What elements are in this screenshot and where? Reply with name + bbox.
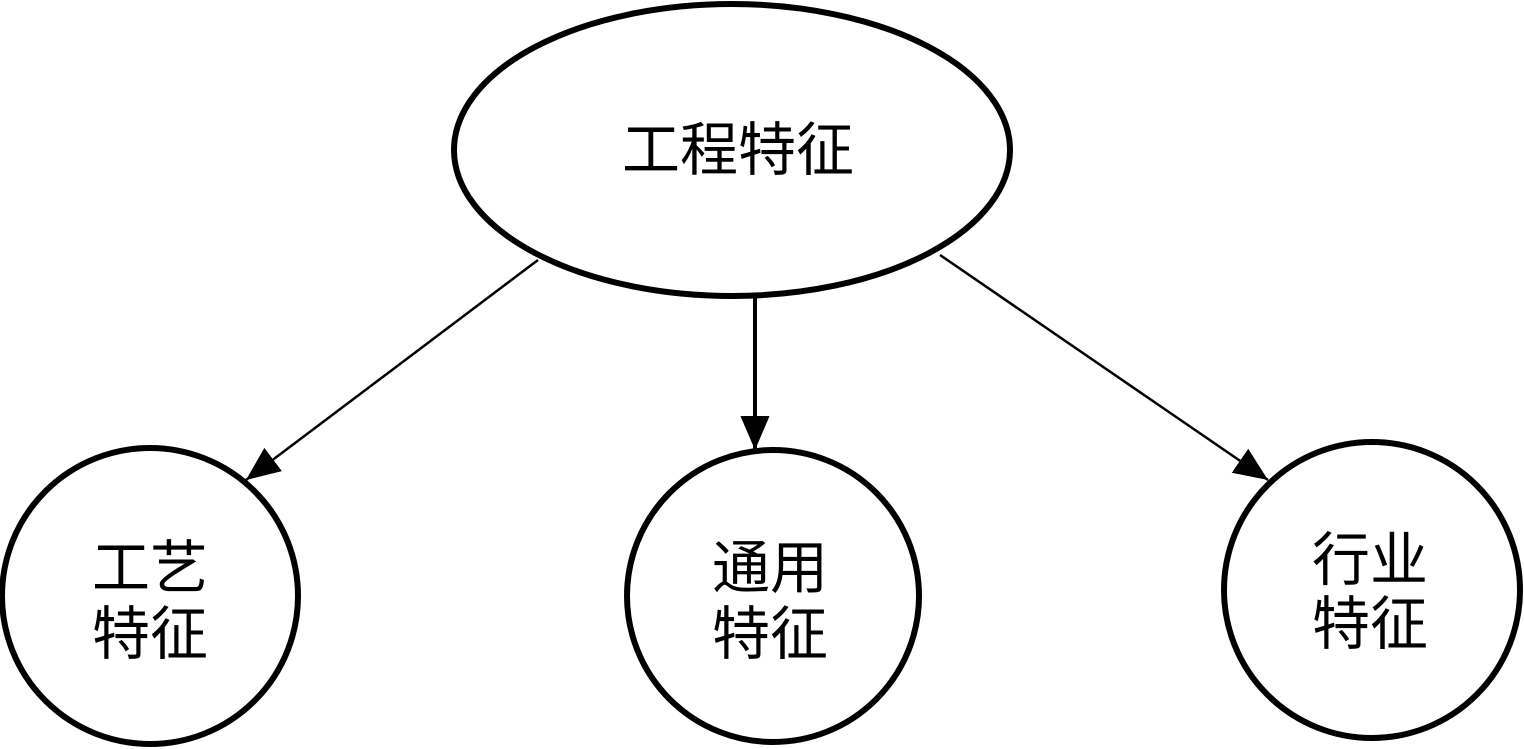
child-node-general: 通用 特征 <box>624 447 922 745</box>
child-node-process-label-line2: 特征 <box>92 600 208 668</box>
child-node-industry-circle <box>1221 439 1523 741</box>
child-node-industry-label-line2: 特征 <box>1312 590 1428 658</box>
root-node-label: 工程特征 <box>622 116 854 184</box>
edge-root-to-process <box>245 259 539 481</box>
child-node-process-circle <box>0 445 301 747</box>
child-node-industry-label-line1: 行业 <box>1312 526 1428 594</box>
child-node-general-label-line1: 通用 <box>712 534 828 602</box>
root-node: 工程特征 <box>451 1 1013 299</box>
edge-root-to-industry <box>939 253 1269 482</box>
child-node-industry: 行业 特征 <box>1221 439 1523 741</box>
child-node-process-label-line1: 工艺 <box>92 534 208 602</box>
child-node-process: 工艺 特征 <box>0 445 301 747</box>
child-node-general-circle <box>624 447 922 745</box>
child-node-general-label-line2: 特征 <box>712 600 828 668</box>
root-node-ellipse <box>451 1 1013 299</box>
